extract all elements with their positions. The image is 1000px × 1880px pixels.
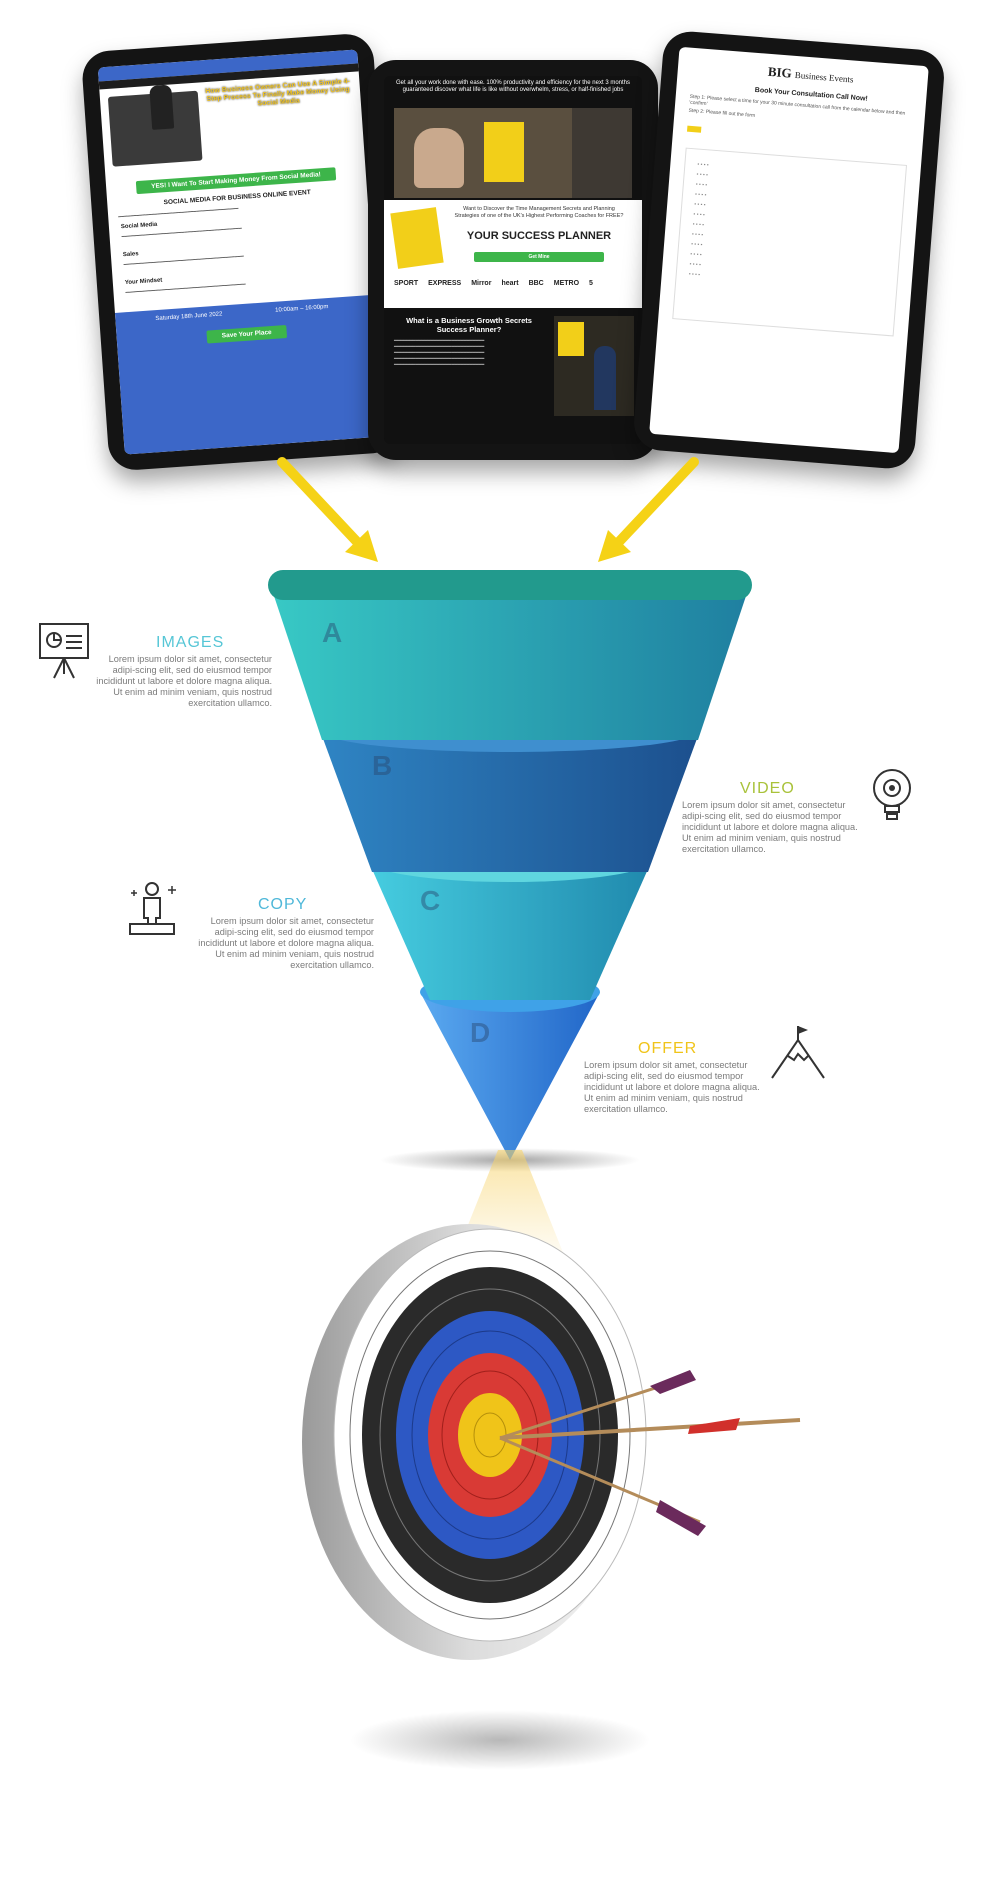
video-background [572, 108, 632, 198]
copy-title: COPY [258, 896, 308, 913]
arrows-layer [277, 457, 699, 562]
funnel-letter-d: D [470, 1017, 490, 1048]
target-face [333, 1228, 647, 1642]
logo-metro: METRO [553, 280, 580, 287]
logo-express: EXPRESS [428, 280, 462, 287]
video-title: VIDEO [740, 780, 795, 797]
lightbulb-gear-icon [873, 769, 911, 820]
archery-target-icon [302, 1224, 801, 1770]
planner-book [484, 122, 524, 182]
target-shadow [350, 1710, 650, 1770]
video-frame[interactable] [394, 108, 632, 198]
images-desc: Lorem ipsum dolor sit amet, consectetur … [96, 654, 272, 708]
arrow-left [277, 457, 378, 562]
speaker-figure [594, 346, 616, 410]
logo-sport: SPORT [394, 280, 419, 287]
funnel-layer-d: D [420, 972, 600, 1160]
book-photo [558, 322, 584, 356]
video-desc: Lorem ipsum dolor sit amet, consectetur … [682, 800, 858, 854]
intro-text: Get all your work done with ease. 100% p… [395, 80, 630, 93]
copy-desc: Lorem ipsum dolor sit amet, consectetur … [198, 916, 374, 970]
arrow-right [598, 457, 699, 562]
tablet-middle-screen: Get all your work done with ease. 100% p… [384, 76, 642, 444]
book-title: YOUR SUCCESS PLANNER [466, 230, 612, 242]
funnel-letter-b: B [372, 750, 392, 781]
podium-person-icon [129, 882, 176, 935]
funnel: D C B A [268, 570, 752, 1172]
offer-section: Want to Discover the Time Management Sec… [384, 200, 642, 308]
funnel-letter-c: C [420, 885, 440, 916]
speaker-photo [554, 316, 634, 416]
logo-heart: heart [501, 280, 519, 287]
mountain-flag-icon [771, 1026, 825, 1079]
funnel-layer-a: A [268, 570, 752, 740]
tablet-middle: Get all your work done with ease. 100% p… [368, 60, 658, 460]
arrows-in-target [499, 1370, 801, 1536]
book-sub: Want to Discover the Time Management Sec… [454, 206, 624, 219]
offer-desc: Lorem ipsum dolor sit amet, consectetur … [584, 1060, 760, 1114]
offer-title: OFFER [638, 1040, 698, 1057]
presentation-board-icon [39, 623, 89, 679]
get-planner-button[interactable]: Get Mine [474, 252, 604, 262]
logo-bbc: BBC [528, 280, 544, 287]
bottom-body: ━━━━━━━━━━━━━━━━━━━━━━━━━━━━━━━━━━━━━━━━… [394, 338, 485, 368]
presenter-face [414, 128, 464, 188]
logo-five: 5 [589, 280, 593, 287]
press-logos: SPORT EXPRESS Mirror heart BBC METRO 5 [394, 280, 632, 287]
bottom-title: What is a Business Growth Secrets Succes… [406, 316, 532, 334]
logo-mirror: Mirror [471, 280, 492, 287]
funnel-letter-a: A [322, 617, 342, 648]
images-title: IMAGES [156, 634, 225, 651]
